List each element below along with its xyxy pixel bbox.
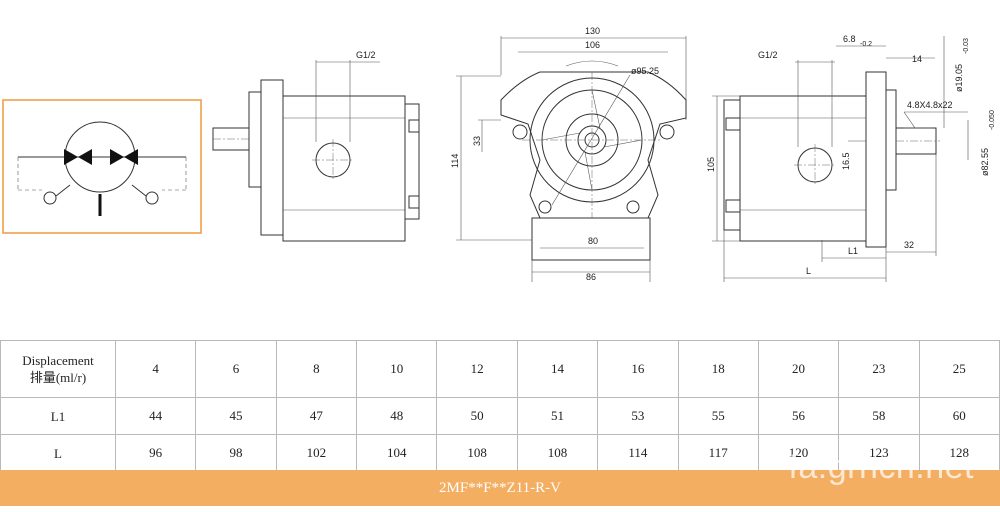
table-cell: 98 <box>195 434 277 472</box>
table-cell: 12 <box>436 340 518 398</box>
table-cell: 55 <box>677 397 759 435</box>
dim-front-dia: ø95.25 <box>631 66 659 76</box>
table-cell: 50 <box>436 397 518 435</box>
table-cell: 45 <box>195 397 277 435</box>
dim-front-106: 106 <box>585 40 600 50</box>
table-cell: 16 <box>597 340 679 398</box>
table-cell: 8 <box>275 340 358 398</box>
dim-right-16-5: 16.5 <box>841 152 851 170</box>
row-label: L1 <box>0 397 116 435</box>
table-row-L1: L1 44 45 47 48 50 51 53 55 56 58 60 <box>0 397 1000 435</box>
table-cell: 56 <box>757 397 840 435</box>
dim-front-86: 86 <box>586 272 596 282</box>
dim-right-6-8: 6.8 <box>843 34 856 44</box>
dim-right-dia19-tol: -0.03 <box>963 38 970 54</box>
table-cell: 48 <box>356 397 438 435</box>
technical-drawing: G1/2 130 106 ø95.25 80 86 <box>2 26 996 282</box>
dim-right-dia82: ø82.55 <box>980 148 990 176</box>
port-label-right: G1/2 <box>758 50 778 60</box>
table-cell: 108 <box>436 434 518 472</box>
port-label-left: G1/2 <box>356 50 376 60</box>
table-cell: 14 <box>516 340 599 398</box>
table-cell: 23 <box>838 340 920 398</box>
model-banner: 2MF**F**Z11-R-V <box>0 470 1000 506</box>
table-cell: 6 <box>195 340 277 398</box>
table-cell: 117 <box>677 434 759 472</box>
dim-right-32: 32 <box>904 240 914 250</box>
dim-right-dia82-tol: -0.050 <box>989 110 996 130</box>
dim-right-14: 14 <box>912 54 922 64</box>
table-cell: 10 <box>356 340 438 398</box>
hydraulic-symbol <box>2 99 202 234</box>
table-cell: 47 <box>275 397 358 435</box>
table-cell: 128 <box>918 434 1000 472</box>
dim-right-6-8-tol: -0.2 <box>860 41 872 48</box>
table-cell: 96 <box>114 434 197 472</box>
table-cell: 25 <box>918 340 1000 398</box>
table-cell: 53 <box>597 397 679 435</box>
table-cell: 44 <box>114 397 197 435</box>
header-en: Displacement <box>22 353 94 368</box>
dim-right-105: 105 <box>706 157 716 172</box>
table-row-displacement: Displacement 排量(ml/r) 4 6 8 10 12 14 16 … <box>0 340 1000 398</box>
table-cell: 60 <box>918 397 1000 435</box>
table-cell: 4 <box>114 340 197 398</box>
watermark: fa.grhcn.net <box>788 448 974 486</box>
table-cell: 102 <box>275 434 358 472</box>
table-cell: 58 <box>838 397 920 435</box>
header-cn: 排量(ml/r) <box>29 370 87 385</box>
dim-right-key: 4.8X4.8x22 <box>907 100 953 110</box>
table-header-cell: Displacement 排量(ml/r) <box>0 340 116 398</box>
table-cell: 20 <box>757 340 840 398</box>
table-cell: 51 <box>516 397 599 435</box>
dim-front-114: 114 <box>450 154 460 168</box>
table-cell: 108 <box>516 434 599 472</box>
table-cell: 104 <box>356 434 438 472</box>
table-cell: 18 <box>677 340 759 398</box>
dim-right-L: L <box>806 266 811 276</box>
dim-front-33: 33 <box>472 136 482 146</box>
dim-right-L1: L1 <box>848 246 858 256</box>
dim-front-130: 130 <box>585 26 600 36</box>
table-cell: 114 <box>597 434 679 472</box>
dim-front-80: 80 <box>588 236 598 246</box>
side-view-right: G1/2 6.8 -0.2 14 ø19.05 -0.03 4.8X4.8x22… <box>706 34 996 282</box>
dim-right-dia19: ø19.05 <box>954 64 964 92</box>
row-label: L <box>0 434 116 472</box>
side-view-left: G1/2 <box>212 50 420 242</box>
front-view: 130 106 ø95.25 80 86 114 3 <box>450 26 687 282</box>
